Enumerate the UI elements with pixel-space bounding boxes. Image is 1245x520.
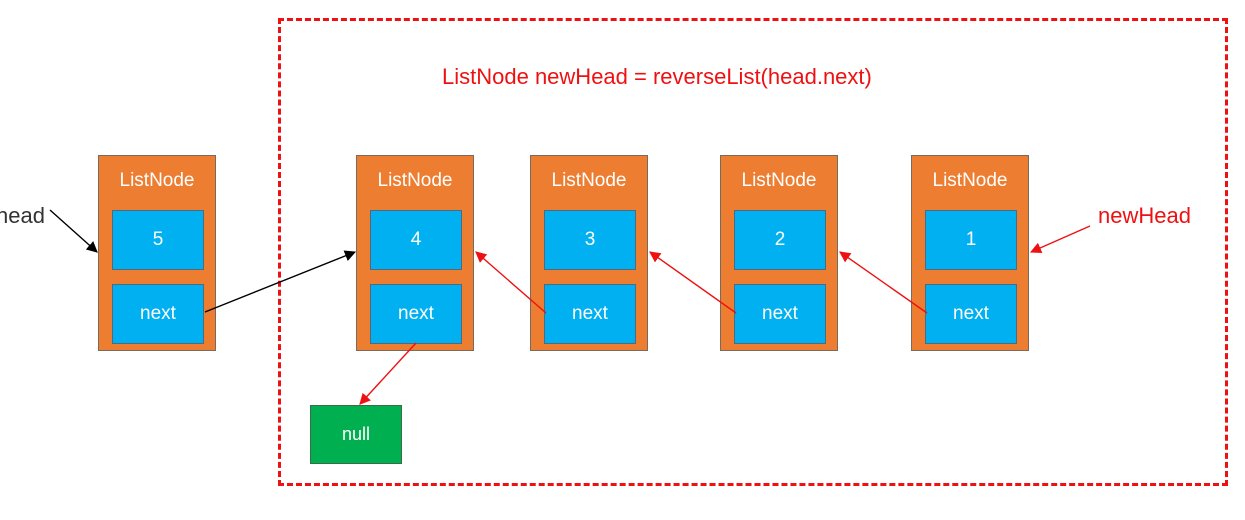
- node-next-field: next: [734, 284, 826, 344]
- node-next-field: next: [112, 284, 204, 344]
- node-value: 5: [112, 210, 204, 270]
- list-node-1: ListNode 1 next: [911, 155, 1029, 351]
- node5-next-arrow: [204, 250, 357, 313]
- node-value: 1: [925, 210, 1017, 270]
- node4-next-null-arrow: [359, 342, 417, 405]
- recursion-scope-box: [278, 18, 1228, 486]
- node-next-field: next: [544, 284, 636, 344]
- newhead-pointer-arrow: [1029, 225, 1091, 254]
- node-next-field: next: [370, 284, 462, 344]
- list-node-5: ListNode 5 next: [98, 155, 216, 351]
- newhead-pointer-label: newHead: [1098, 203, 1191, 228]
- node-title: ListNode: [741, 170, 817, 191]
- list-node-4: ListNode 4 next: [356, 155, 474, 351]
- recursive-call-caption: ListNode newHead = reverseList(head.next…: [442, 64, 872, 89]
- node-value: 4: [370, 210, 462, 270]
- node-next-field: next: [925, 284, 1017, 344]
- node-title: ListNode: [551, 170, 627, 191]
- head-pointer-label: head: [0, 203, 45, 228]
- node-title: ListNode: [119, 170, 195, 191]
- head-pointer-arrow: [49, 209, 98, 253]
- null-node: null: [310, 405, 402, 464]
- list-node-3: ListNode 3 next: [530, 155, 648, 351]
- node-value: 3: [544, 210, 636, 270]
- node1-next-arrow: [839, 251, 928, 314]
- node3-next-arrow: [475, 251, 547, 314]
- node-title: ListNode: [932, 170, 1008, 191]
- node-title: ListNode: [377, 170, 453, 191]
- list-node-2: ListNode 2 next: [720, 155, 838, 351]
- node-value: 2: [734, 210, 826, 270]
- node2-next-arrow: [649, 251, 737, 314]
